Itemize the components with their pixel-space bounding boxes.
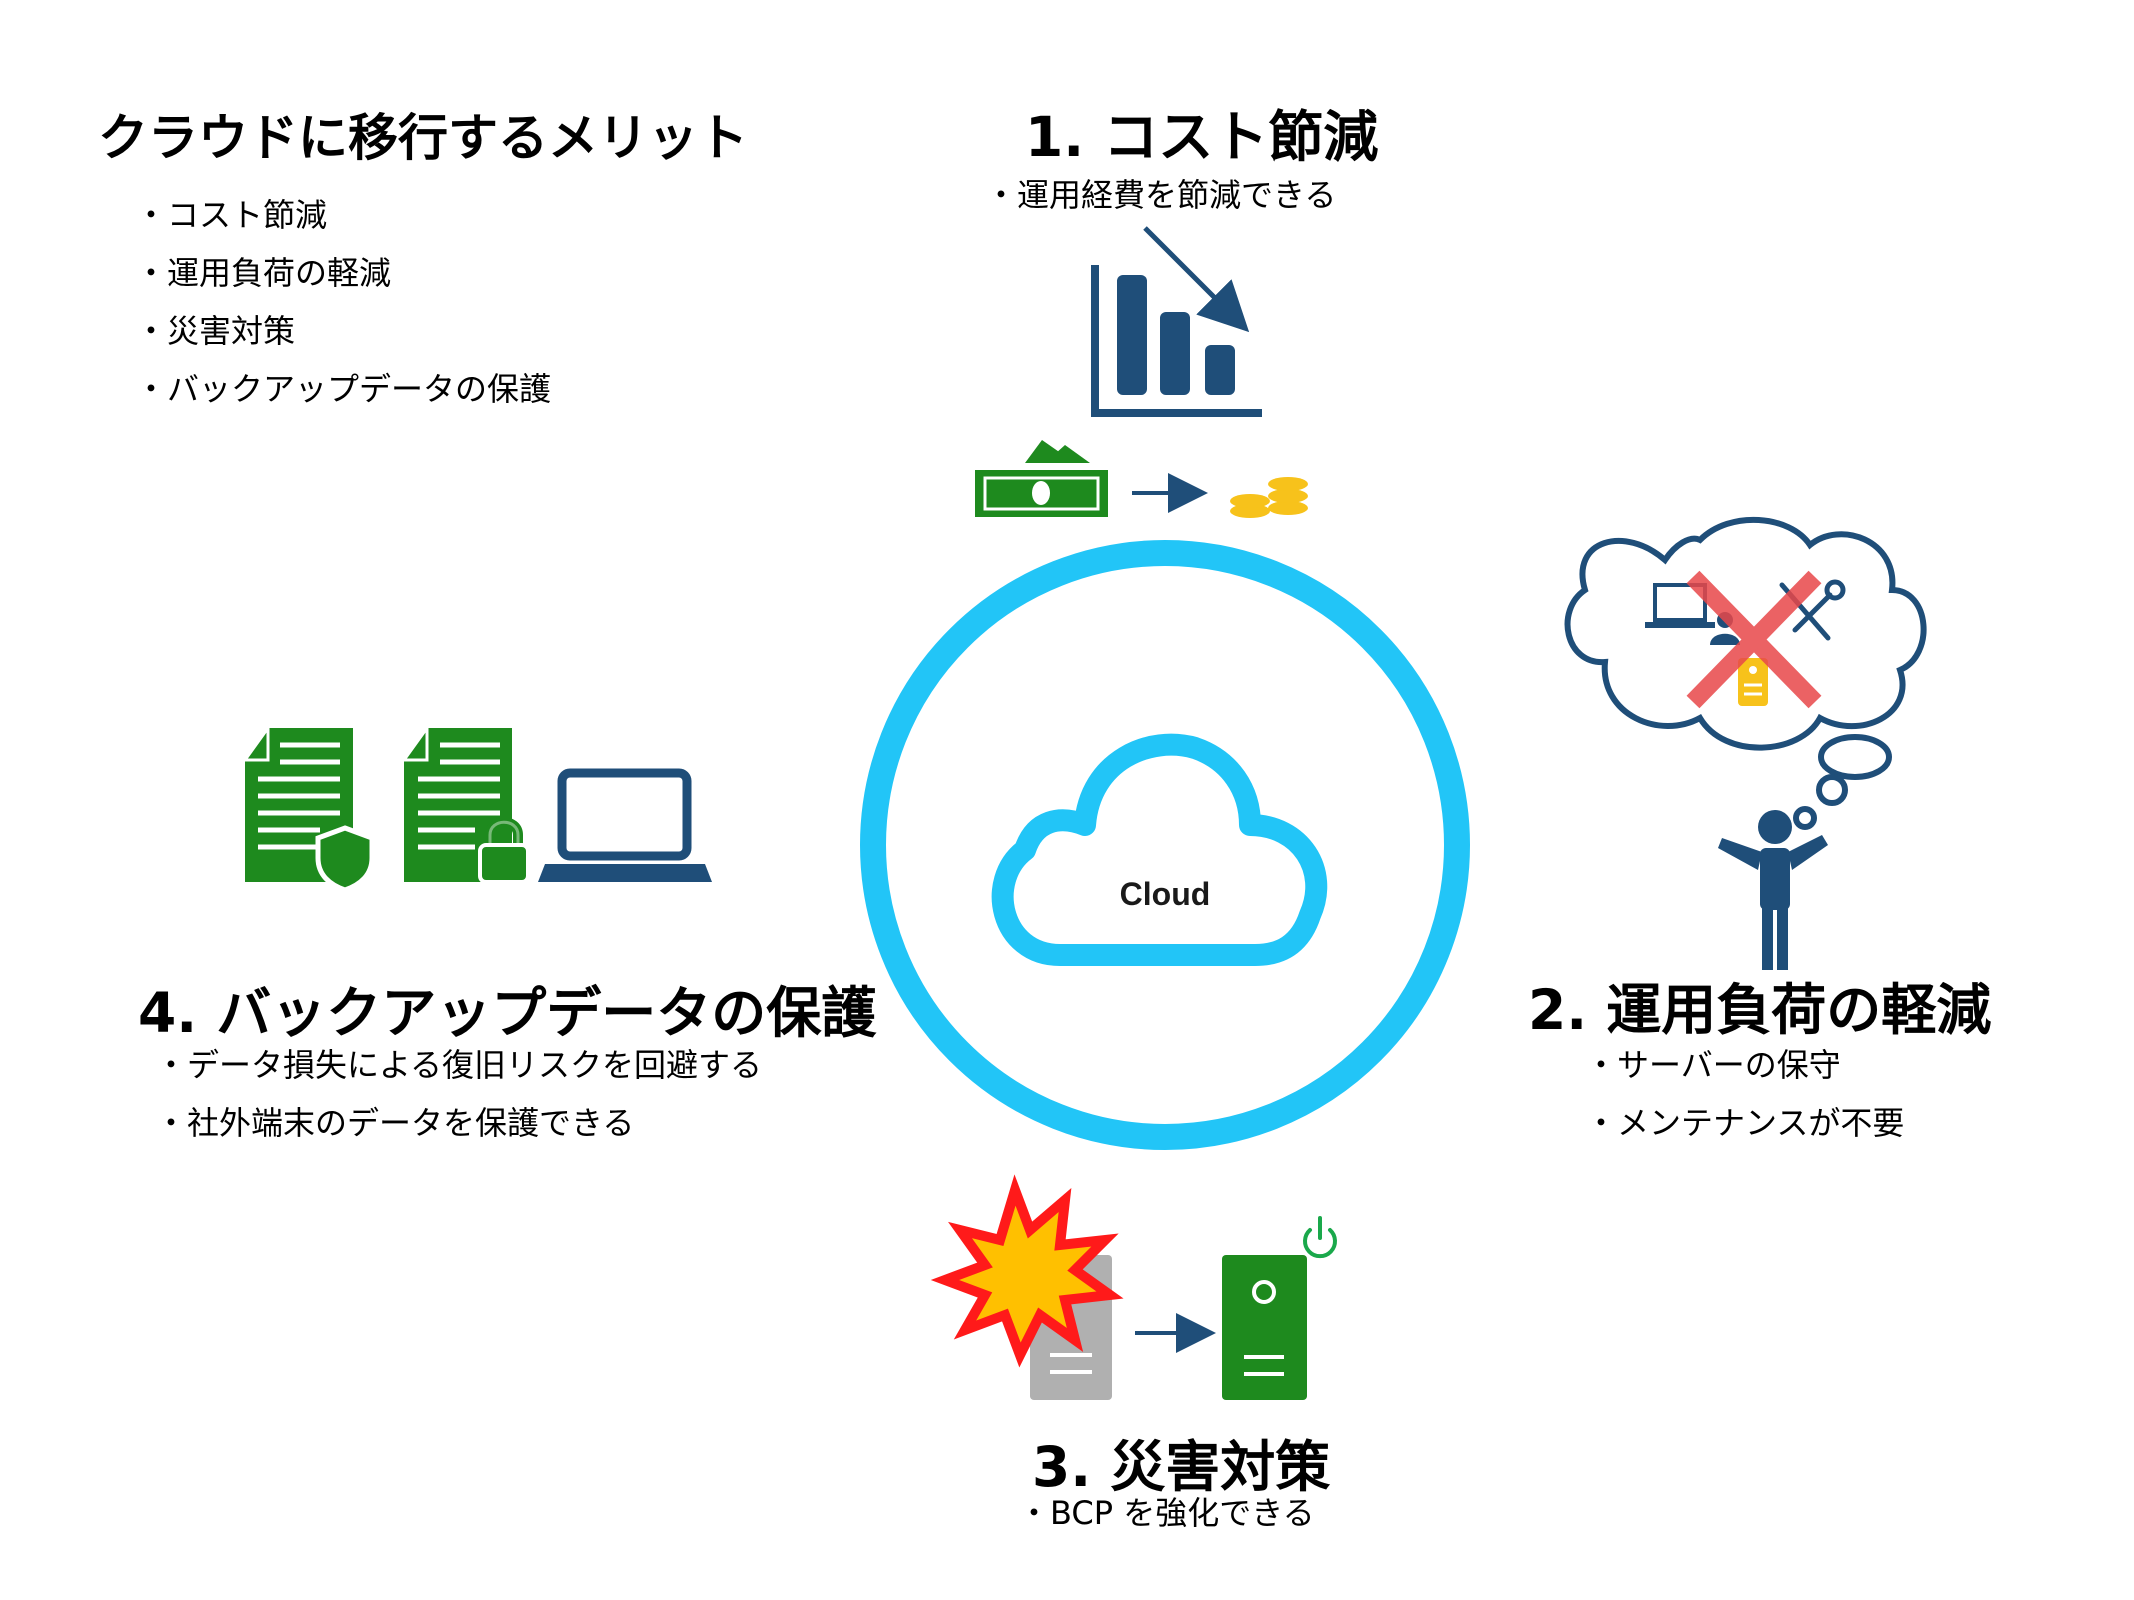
section-4-heading: 4. バックアップデータの保護	[138, 981, 877, 1045]
section-2-bullet: ・メンテナンスが不要	[1585, 1104, 1905, 1142]
section-4-bullet: ・社外端末のデータを保護できる	[155, 1104, 635, 1142]
power-icon	[1303, 1216, 1337, 1259]
summary-item: バックアップデータの保護	[135, 360, 551, 418]
bar-chart-down-icon	[1091, 226, 1262, 417]
banknote-icon	[975, 440, 1108, 517]
page-title: クラウドに移行するメリット	[98, 109, 748, 167]
section-2-heading: 2. 運用負荷の軽減	[1528, 978, 1992, 1042]
summary-list: コスト節減 運用負荷の軽減 災害対策 バックアップデータの保護	[135, 186, 551, 418]
cloud-icon	[991, 733, 1328, 966]
red-x-icon	[1686, 570, 1822, 709]
summary-item: コスト節減	[135, 186, 551, 244]
summary-item: 運用負荷の軽減	[135, 244, 551, 302]
section-1-bullet: ・運用経費を節減できる	[985, 176, 1337, 214]
laptop-icon	[538, 768, 712, 882]
document-shield-icon	[242, 723, 375, 893]
tag-icon	[1738, 658, 1768, 706]
server-icon	[1222, 1255, 1307, 1400]
section-1-heading: 1. コスト節減	[1025, 105, 1379, 169]
section-3-bullet: ・BCP を強化できる	[1018, 1494, 1315, 1532]
section-2-bullet: ・サーバーの保守	[1585, 1046, 1841, 1084]
explosion-icon	[930, 1174, 1124, 1368]
document-lock-icon	[401, 723, 530, 884]
cloud-label: Cloud	[1120, 876, 1211, 912]
section-3-heading: 3. 災害対策	[1032, 1435, 1331, 1499]
summary-item: 災害対策	[135, 302, 551, 360]
cloud-ring	[860, 540, 1470, 1150]
thought-cloud-icon	[1564, 517, 1927, 830]
person-icon	[1718, 810, 1828, 970]
section-4-bullet: ・データ損失による復旧リスクを回避する	[155, 1046, 763, 1084]
coins-icon	[1230, 477, 1308, 518]
